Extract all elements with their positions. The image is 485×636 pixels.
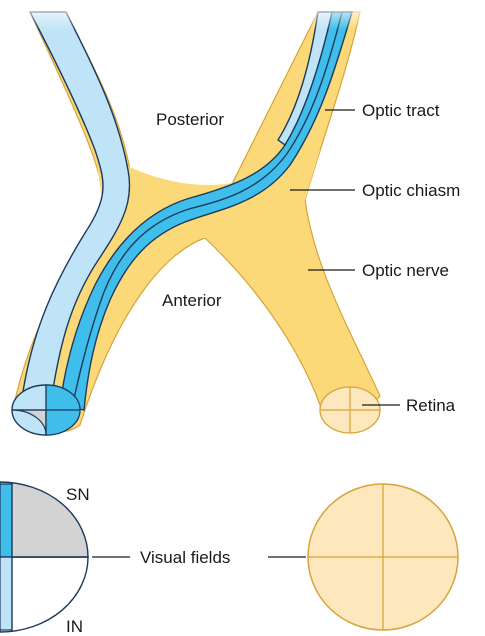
- left-field-dark-strip: [0, 484, 12, 557]
- optic-chiasm-label: Optic chiasm: [362, 181, 460, 200]
- top-fade: [0, 0, 485, 30]
- sn-label: SN: [66, 485, 90, 504]
- left-visual-field: [0, 482, 88, 632]
- retina-label: Retina: [406, 396, 456, 415]
- optic-tract-label: Optic tract: [362, 101, 440, 120]
- posterior-label: Posterior: [156, 110, 224, 129]
- right-visual-field: [308, 484, 458, 630]
- left-field-light-strip: [0, 557, 12, 630]
- anterior-label: Anterior: [162, 291, 222, 310]
- left-nerve-end: [12, 385, 80, 435]
- in-label: IN: [66, 617, 83, 636]
- right-nerve-end: [320, 387, 380, 433]
- visual-fields-label: Visual fields: [140, 548, 230, 567]
- optic-nerve-label: Optic nerve: [362, 261, 449, 280]
